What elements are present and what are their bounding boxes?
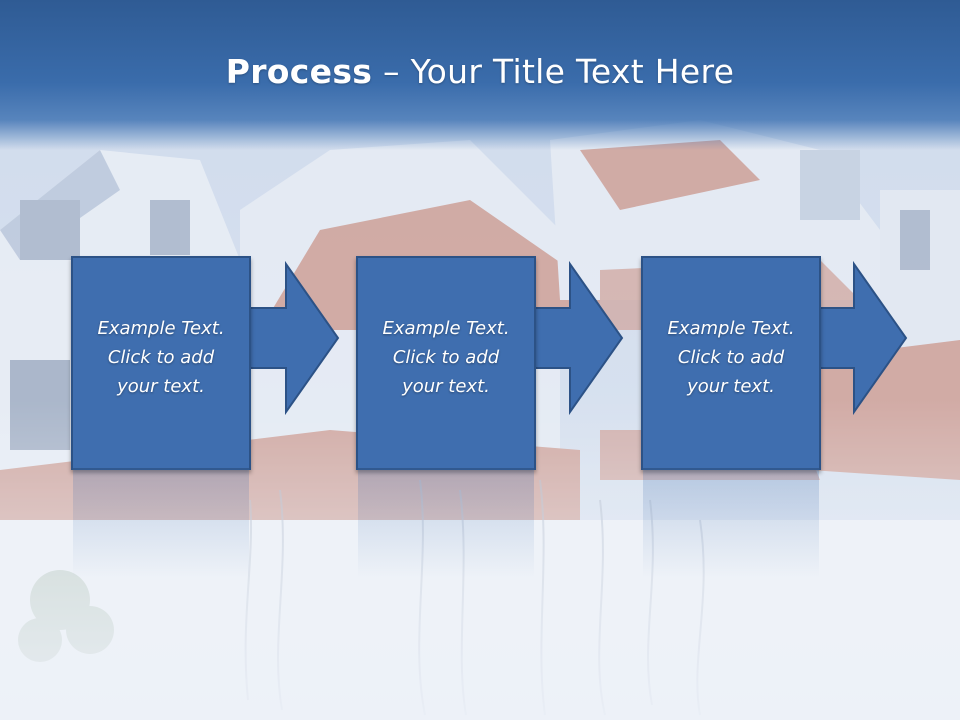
process-arrow-2: [526, 260, 624, 416]
step-text-line: your text.: [117, 376, 205, 397]
step-3-text[interactable]: Example Text. Click to add your text.: [643, 314, 819, 401]
title-regular-part: – Your Title Text Here: [372, 52, 735, 91]
step-text-line: Example Text.: [97, 318, 225, 339]
step-1-text[interactable]: Example Text. Click to add your text.: [73, 314, 249, 401]
step-1-reflection: [73, 468, 249, 578]
step-text-line: Click to add: [107, 347, 215, 368]
step-text-line: your text.: [687, 376, 775, 397]
process-arrow-3: [810, 260, 908, 416]
step-text-line: Click to add: [392, 347, 500, 368]
title-bold-part: Process: [225, 52, 373, 91]
slide-title[interactable]: Process – Your Title Text Here: [0, 52, 960, 91]
title-bar: [0, 0, 960, 150]
step-2-reflection: [358, 468, 534, 578]
process-arrow-1: [242, 260, 340, 416]
step-text-line: Example Text.: [382, 318, 510, 339]
process-step-2[interactable]: Example Text. Click to add your text.: [356, 256, 536, 470]
step-text-line: Example Text.: [667, 318, 795, 339]
step-text-line: your text.: [402, 376, 490, 397]
process-step-3[interactable]: Example Text. Click to add your text.: [641, 256, 821, 470]
step-text-line: Click to add: [677, 347, 785, 368]
step-3-reflection: [643, 468, 819, 578]
process-step-1[interactable]: Example Text. Click to add your text.: [71, 256, 251, 470]
step-2-text[interactable]: Example Text. Click to add your text.: [358, 314, 534, 401]
